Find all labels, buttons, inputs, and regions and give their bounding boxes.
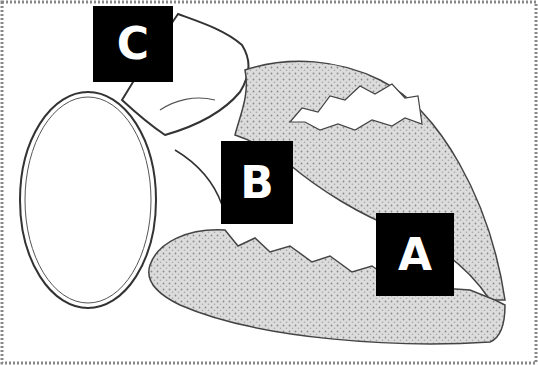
aortic-valve: [160, 98, 215, 110]
left-atrium-inner: [25, 97, 151, 303]
mitral-leaflet: [175, 150, 222, 205]
right-ventricle-cavity: [290, 84, 422, 130]
left-atrium: [20, 92, 156, 308]
callout-letter: B: [221, 141, 293, 224]
callout-letter: C: [93, 6, 173, 82]
callout-letter: A: [376, 213, 454, 296]
